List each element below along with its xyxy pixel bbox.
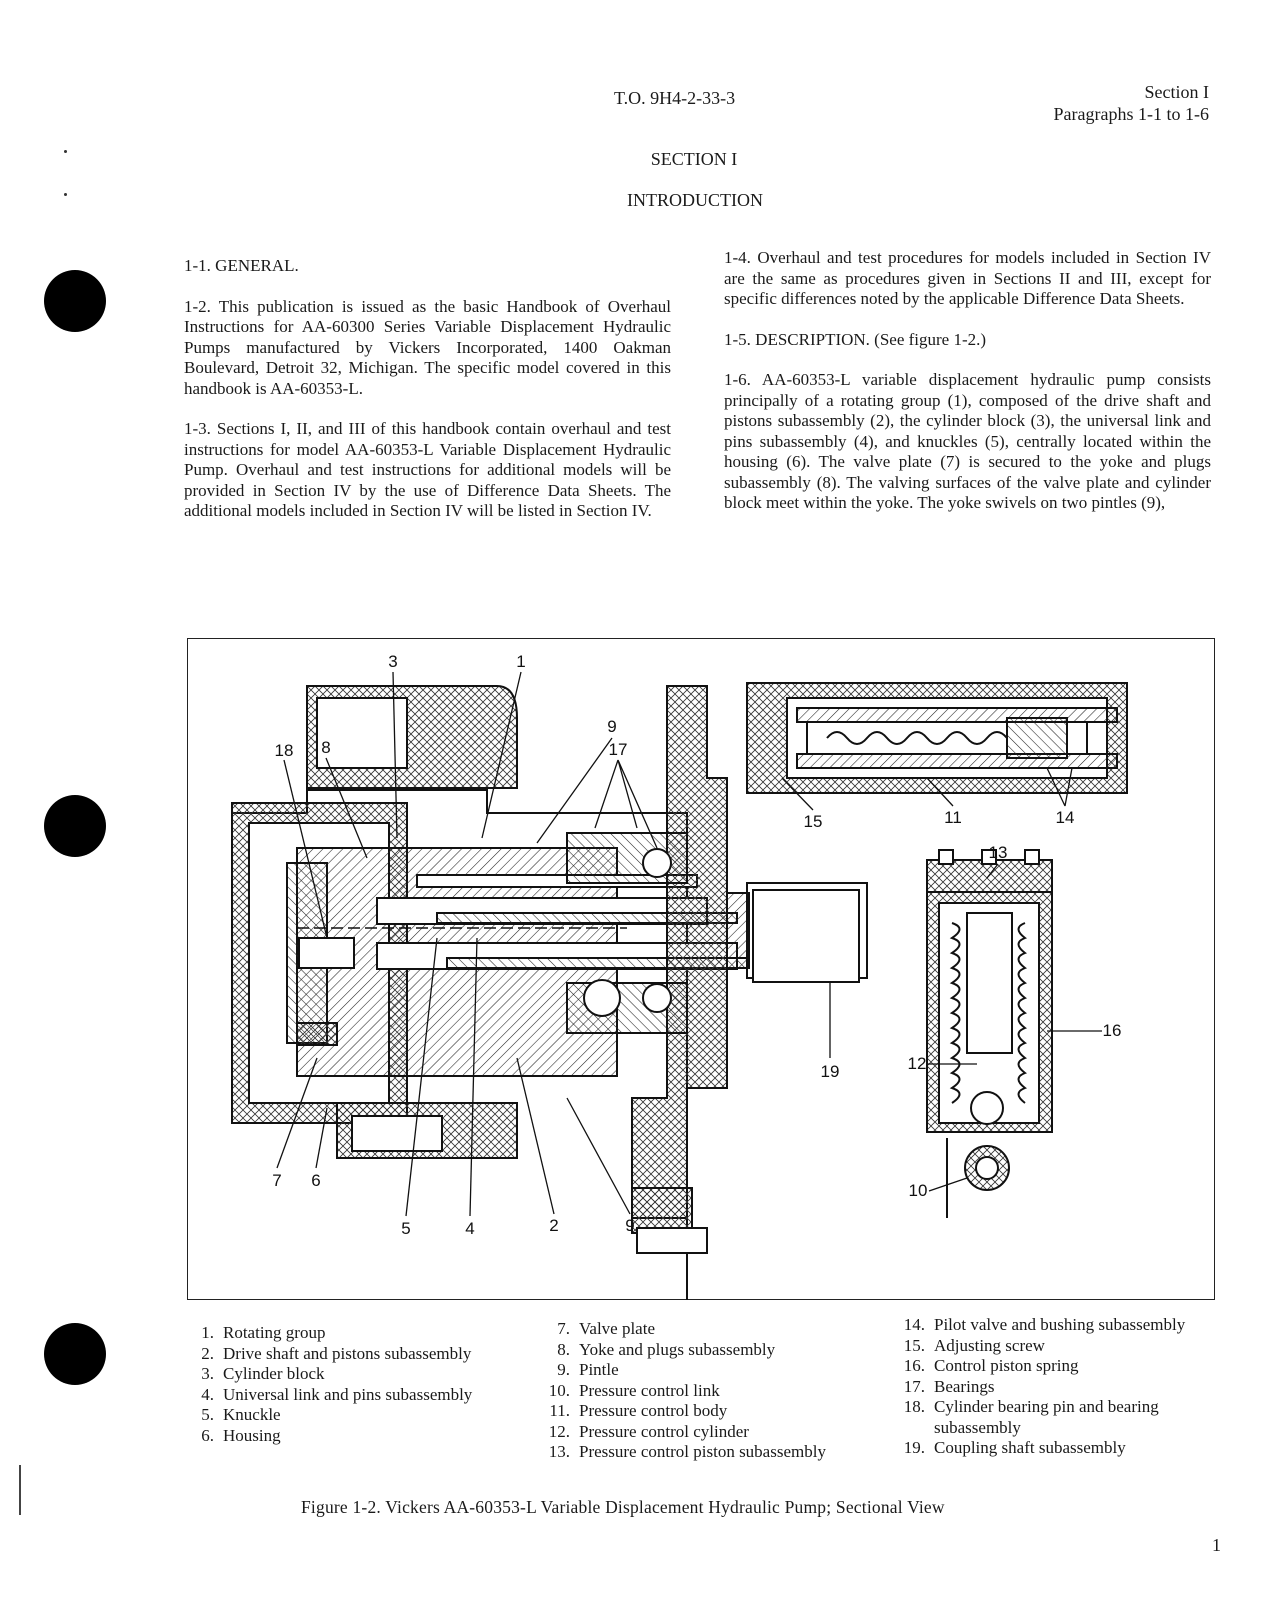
coupling-shaft xyxy=(752,889,860,983)
callout-2: 2 xyxy=(549,1216,558,1235)
paragraph: 1-3. Sections I, II, and III of this han… xyxy=(184,419,671,520)
binder-hole xyxy=(44,270,106,332)
pressure-control-cylinder xyxy=(926,849,1053,1218)
legend-col-2: 7.Valve plate 8.Yoke and plugs subassemb… xyxy=(539,1319,869,1463)
callout-9-top: 9 xyxy=(607,717,616,736)
page-number: 1 xyxy=(1212,1535,1221,1555)
legend-item: 4.Universal link and pins subassembly xyxy=(201,1384,473,1404)
callout-13: 13 xyxy=(989,843,1008,862)
legend-item: 5.Knuckle xyxy=(201,1405,281,1424)
legend-item: 13.Pressure control piston subassembly xyxy=(548,1442,826,1461)
paragraph: 1-1. GENERAL. xyxy=(184,256,299,275)
callout-18: 18 xyxy=(275,741,294,760)
paragraph: 1-5. DESCRIPTION. (See figure 1-2.) xyxy=(724,329,987,349)
figure-frame xyxy=(187,638,1215,1300)
leader-lines xyxy=(276,671,1102,1217)
pressure-control-body xyxy=(746,682,1128,794)
legend-item: 17.Bearings xyxy=(903,1376,995,1396)
section-title: SECTION I xyxy=(650,149,738,169)
section-label: Section I xyxy=(1144,82,1210,102)
callout-3: 3 xyxy=(388,652,397,671)
speck xyxy=(64,193,67,196)
speck xyxy=(64,150,67,153)
paragraph: 1-6. AA-60353-L variable displacement hy… xyxy=(724,370,1211,512)
legend-item: 15.Adjusting screw xyxy=(903,1335,1045,1355)
callout-16: 16 xyxy=(1103,1021,1122,1040)
legend-col-1: 1.Rotating group 2.Drive shaft and pisto… xyxy=(183,1323,503,1446)
legend-item: 1.Rotating group xyxy=(201,1323,326,1342)
callout-19: 19 xyxy=(821,1062,840,1081)
callouts: 3 1 9 17 18 8 15 11 14 13 16 12 19 10 7 … xyxy=(272,652,1121,1238)
right-column: 1-4. Overhaul and test procedures for mo… xyxy=(724,248,1211,514)
binder-hole xyxy=(44,795,106,857)
legend-item: 3.Cylinder block xyxy=(201,1364,325,1383)
legend-item: 11.Pressure control body xyxy=(549,1401,728,1420)
callout-1: 1 xyxy=(516,652,525,671)
legend-item: 16.Control piston spring xyxy=(903,1356,1079,1375)
to-number: T.O. 9H4-2-33-3 xyxy=(614,88,736,108)
callout-10: 10 xyxy=(909,1181,928,1200)
callout-17: 17 xyxy=(609,740,628,759)
callout-5: 5 xyxy=(401,1219,410,1238)
legend-item: 10.Pressure control link xyxy=(548,1380,720,1400)
callout-14: 14 xyxy=(1056,808,1075,827)
callout-15: 15 xyxy=(804,812,823,831)
callout-11: 11 xyxy=(944,808,962,827)
callout-7: 7 xyxy=(272,1171,281,1190)
paragraph: 1-2. This publication is issued as the b… xyxy=(184,296,671,398)
legend-item: 12.Pressure control cylinder xyxy=(548,1421,749,1441)
intro-title: INTRODUCTION xyxy=(627,190,763,210)
legend-item: 7.Valve plate xyxy=(557,1319,655,1338)
legend-item: 8.Yoke and plugs subassembly xyxy=(557,1339,776,1359)
legend-item: 19.Coupling shaft subassembly xyxy=(903,1438,1126,1457)
legend-item: 6.Housing xyxy=(201,1425,281,1445)
legend-item: 9.Pintle xyxy=(557,1360,619,1379)
paragraph: 1-4. Overhaul and test procedures for mo… xyxy=(724,248,1211,308)
callout-12: 12 xyxy=(908,1054,927,1073)
scan-mark xyxy=(19,1465,21,1515)
callout-4: 4 xyxy=(465,1219,474,1238)
callout-9-bottom: 9 xyxy=(625,1216,634,1235)
legend-item: 2.Drive shaft and pistons subassembly xyxy=(201,1343,472,1363)
paragraphs-label: Paragraphs 1-1 to 1-6 xyxy=(1053,104,1209,124)
legend-item: 18.Cylinder bearing pin and bearing suba… xyxy=(903,1397,1159,1437)
legend-item: 14.Pilot valve and bushing subassembly xyxy=(903,1315,1186,1334)
callout-8: 8 xyxy=(321,738,330,757)
callout-6: 6 xyxy=(311,1171,320,1190)
left-column: 1-1. GENERAL. 1-2. This publication is i… xyxy=(184,256,671,542)
legend-col-3: 14.Pilot valve and bushing subassembly 1… xyxy=(894,1315,1224,1459)
figure-caption: Figure 1-2. Vickers AA-60353-L Variable … xyxy=(301,1497,945,1517)
pump-sectional-drawing: 3 1 9 17 18 8 15 11 14 13 16 12 19 10 7 … xyxy=(231,652,1128,1300)
binder-hole xyxy=(44,1323,106,1385)
